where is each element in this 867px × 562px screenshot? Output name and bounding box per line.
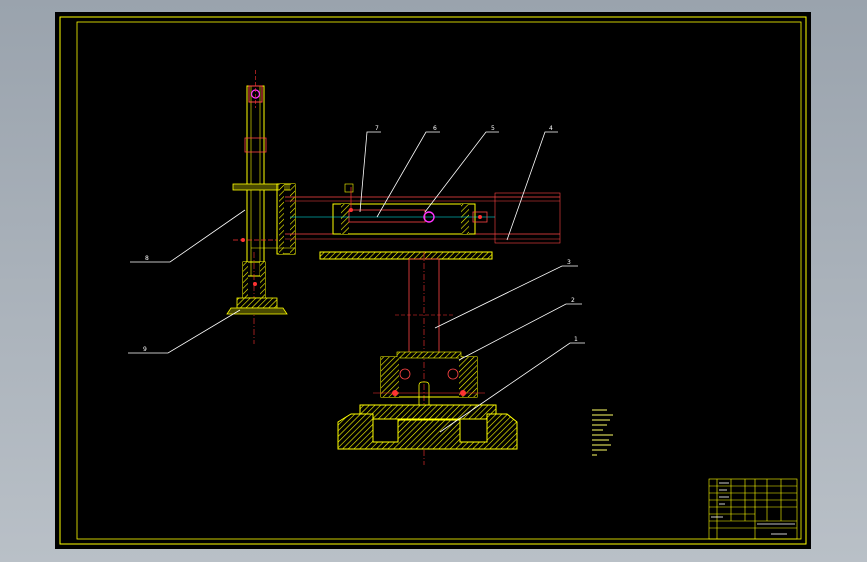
base-pedestal bbox=[337, 413, 518, 450]
bearing-left-icon bbox=[399, 368, 411, 380]
bearing-right-icon bbox=[447, 368, 459, 380]
title-block-fill bbox=[711, 482, 795, 535]
title-block bbox=[708, 478, 798, 540]
cylinder-body bbox=[332, 203, 476, 235]
leader-lines bbox=[128, 131, 585, 433]
vertical-column-assembly bbox=[226, 70, 296, 344]
callout-6: 6 bbox=[433, 125, 437, 132]
drawing-svg: 7 6 5 4 3 2 1 8 9 bbox=[59, 16, 807, 545]
piston-head-icon bbox=[423, 211, 435, 223]
horizontal-arm-assembly bbox=[285, 183, 561, 260]
inner-border bbox=[76, 21, 802, 540]
callout-2: 2 bbox=[571, 297, 575, 304]
outer-border bbox=[59, 16, 807, 545]
arm-mount-plate bbox=[319, 251, 493, 260]
callout-7: 7 bbox=[375, 125, 379, 132]
callout-9: 9 bbox=[143, 346, 147, 353]
drawing-canvas[interactable]: 7 6 5 4 3 2 1 8 9 bbox=[55, 12, 811, 549]
column-outer-tube bbox=[246, 85, 265, 277]
technical-notes bbox=[592, 409, 613, 456]
callout-8: 8 bbox=[145, 255, 149, 262]
base-flange bbox=[359, 404, 497, 420]
callout-5: 5 bbox=[491, 125, 495, 132]
callout-3: 3 bbox=[567, 259, 571, 266]
callout-1: 1 bbox=[574, 336, 578, 343]
suction-base bbox=[236, 297, 278, 309]
piston-rod bbox=[348, 209, 426, 223]
callout-4: 4 bbox=[549, 125, 553, 132]
rotary-base-assembly bbox=[337, 252, 518, 465]
